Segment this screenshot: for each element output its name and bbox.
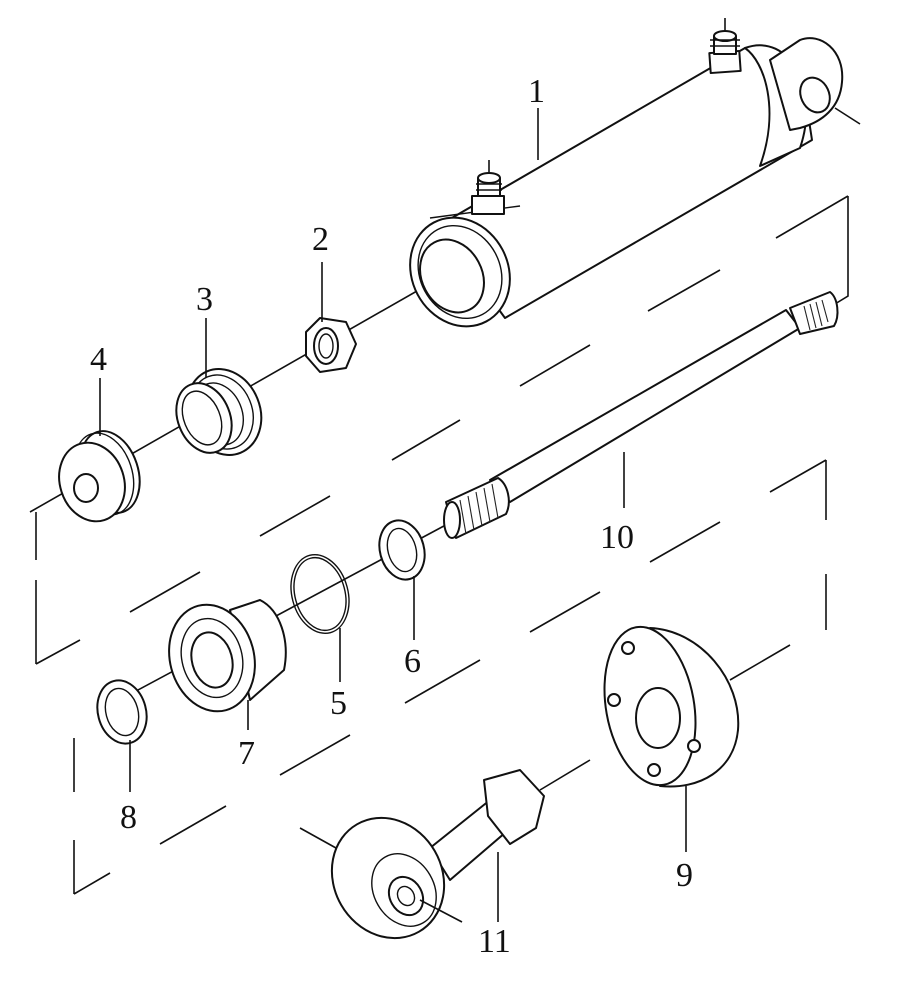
- rod-end: [330, 769, 545, 940]
- callout-labels: 1 2 3 4 5 6 7 8 9 10 11: [90, 73, 693, 960]
- callout-1: 1: [528, 73, 545, 110]
- leader-lines: [99, 108, 687, 923]
- cylinder-barrel: [409, 18, 861, 328]
- port-fitting-rear: [708, 18, 742, 75]
- end-cap: [58, 430, 141, 523]
- callout-6: 6: [404, 643, 421, 680]
- callout-10: 10: [600, 519, 634, 556]
- flange-block: [603, 625, 740, 788]
- callout-8: 8: [120, 799, 137, 836]
- callout-9: 9: [676, 857, 693, 894]
- hex-nut: [305, 317, 357, 373]
- piston-rod: [443, 291, 839, 539]
- assembly-axis-lines: [29, 195, 849, 895]
- callout-2: 2: [312, 221, 329, 258]
- callout-7: 7: [238, 735, 255, 772]
- wiper-ring: [378, 519, 426, 581]
- callout-11: 11: [478, 923, 511, 960]
- callout-3: 3: [196, 281, 213, 318]
- port-fitting-front: [471, 160, 505, 215]
- callout-5: 5: [330, 685, 347, 722]
- rod-gland: [168, 599, 287, 713]
- o-ring: [290, 553, 350, 635]
- threaded-gland-ring: [175, 368, 263, 456]
- callout-4: 4: [90, 341, 107, 378]
